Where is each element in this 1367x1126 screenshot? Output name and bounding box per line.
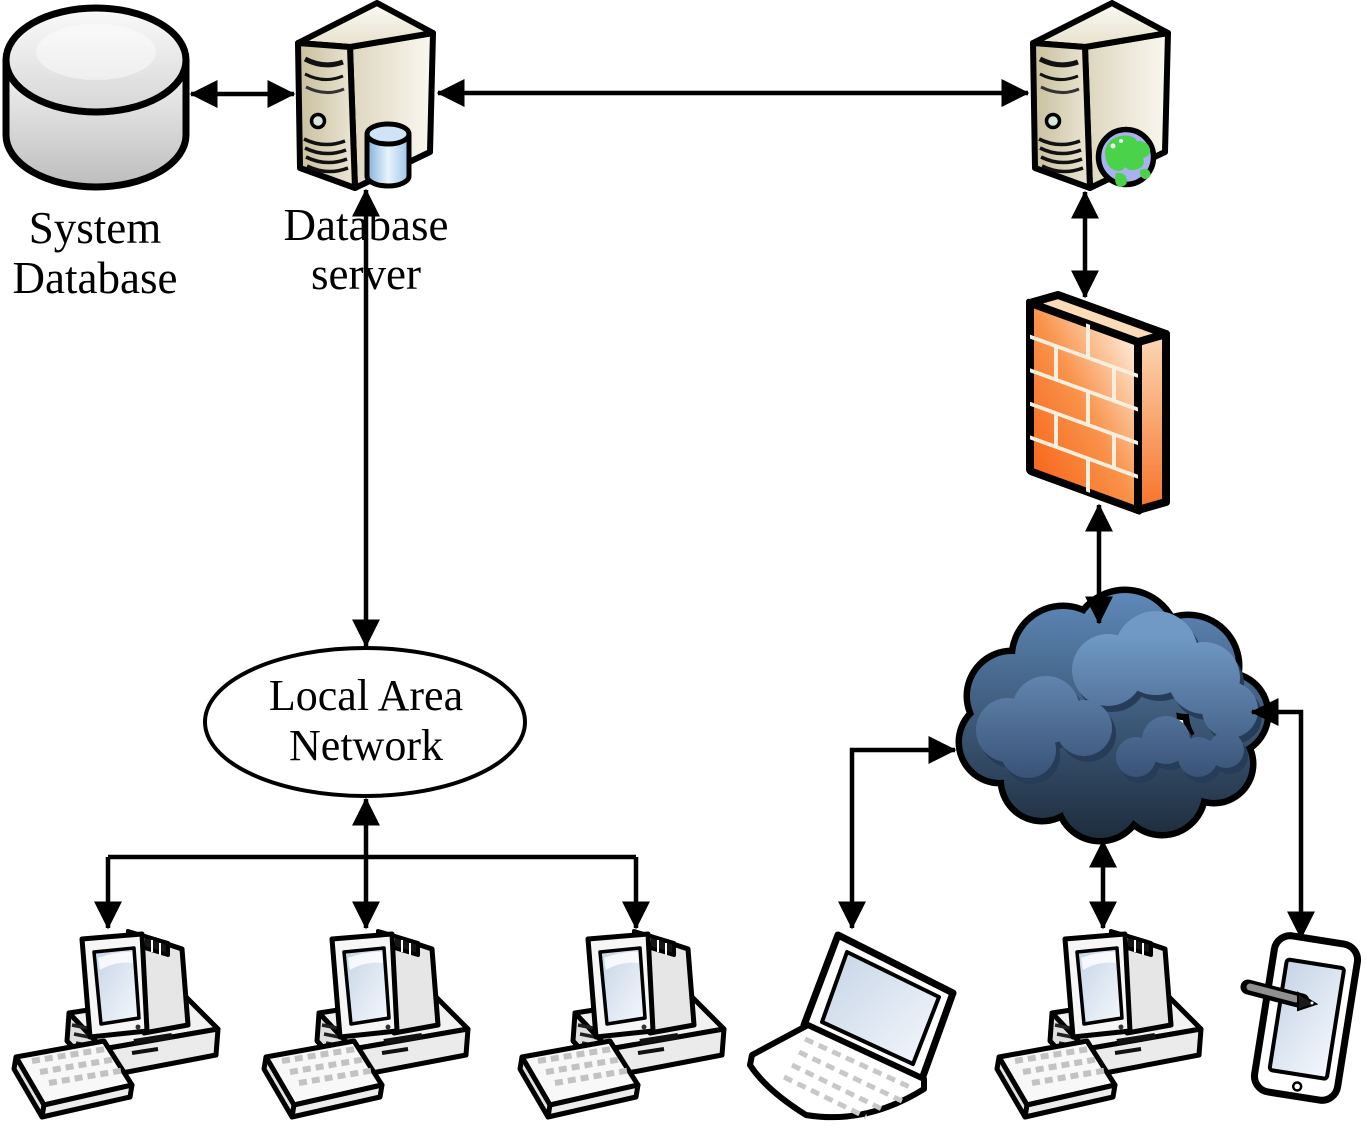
desktop-computer-icon — [264, 931, 468, 1117]
cloud-inner-lumps — [976, 611, 1258, 778]
edge-cloud-to-laptop — [838, 736, 957, 930]
laptop-icon — [747, 931, 957, 1121]
tablet-node — [1240, 932, 1362, 1104]
desktop-computer-icon — [997, 931, 1201, 1117]
firewall-brick-wall-icon — [1026, 298, 1142, 515]
system-database-label-line2: Database — [13, 253, 178, 303]
lan-label-line2: Network — [289, 721, 443, 770]
laptop-screen-panel — [820, 950, 941, 1066]
database-server-node — [298, 3, 433, 188]
tablet-home-button — [1291, 1081, 1303, 1092]
database-server-label-line1: Database — [284, 200, 449, 250]
desktop-computer-icon — [14, 931, 218, 1117]
tablet-stylus-icon — [1240, 932, 1362, 1104]
laptop-base — [747, 1022, 927, 1121]
firewall-mortar-rows — [1030, 334, 1138, 479]
stylus-icon — [1240, 979, 1319, 1012]
globe-icon — [1095, 126, 1157, 188]
cloud-icon — [955, 586, 1272, 845]
firewall-mortar-joints — [1054, 323, 1116, 493]
firewall-side-face — [1134, 330, 1170, 514]
firewall-node — [1026, 291, 1170, 515]
system-database-label-line1: System — [29, 203, 162, 253]
internet-cloud-node — [955, 586, 1272, 845]
database-badge-icon — [364, 121, 412, 189]
database-cylinder-top — [2, 4, 190, 116]
lan-ellipse — [203, 646, 527, 798]
lan-label-line1: Local Area — [269, 671, 463, 720]
desktop-computer-icon — [520, 931, 724, 1117]
labels: System Database Database server Local Ar… — [13, 200, 464, 770]
database-server-label-line2: server — [311, 249, 421, 299]
tablet-screen — [1267, 957, 1346, 1081]
laptop-node — [747, 931, 957, 1121]
edge-cloud-to-tablet — [1250, 698, 1315, 940]
edges — [94, 79, 1315, 940]
local-area-network-node — [203, 646, 527, 798]
web-server-node — [1033, 3, 1168, 188]
database-cylinder-highlight — [36, 24, 156, 80]
system-database-node — [2, 4, 190, 191]
